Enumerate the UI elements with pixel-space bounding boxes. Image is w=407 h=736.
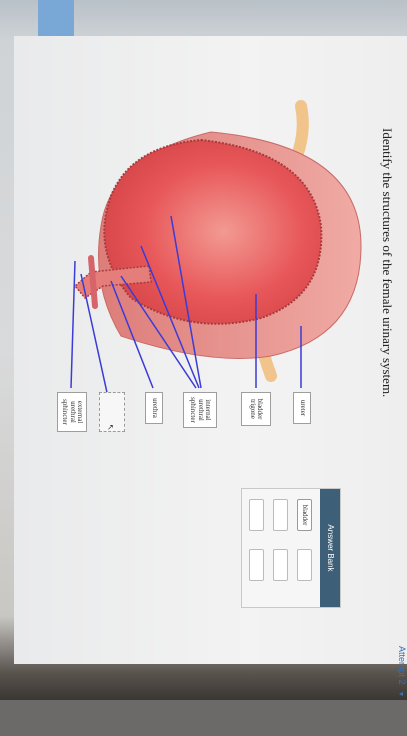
bank-slot[interactable] bbox=[249, 549, 264, 581]
answer-bank-title: Answer Bank bbox=[320, 489, 340, 607]
leader-line-internal-2 bbox=[140, 245, 200, 389]
label-internal-urethral-sphincter[interactable]: internal urethral sphincter bbox=[183, 392, 217, 428]
bank-slot[interactable] bbox=[297, 549, 312, 581]
bank-item-bladder[interactable]: bladder bbox=[297, 499, 312, 531]
leader-line-external bbox=[70, 260, 76, 389]
label-urethra[interactable]: urethra bbox=[145, 392, 163, 424]
bladder-inner-surface bbox=[103, 138, 323, 325]
browser-tab-accent bbox=[38, 0, 74, 40]
label-bladder-trigone[interactable]: bladder trigone bbox=[241, 392, 271, 426]
answer-bank: Answer Bank bladder bbox=[241, 488, 341, 608]
leader-line-urethra bbox=[110, 280, 154, 389]
label-ureter[interactable]: ureter bbox=[293, 392, 311, 424]
bank-slot[interactable] bbox=[273, 549, 288, 581]
cursor-arrow-icon: ↖ bbox=[106, 424, 115, 431]
screen: Identify the structures of the female ur… bbox=[14, 36, 407, 697]
bank-slot[interactable] bbox=[273, 499, 288, 531]
external-sphincter-shape bbox=[88, 255, 98, 309]
rotated-content: Identify the structures of the female ur… bbox=[14, 36, 407, 736]
leader-line-internal-3 bbox=[120, 275, 197, 389]
bladder-diagram bbox=[70, 100, 362, 421]
label-external-urethral-sphincter[interactable]: external urethral sphincter bbox=[57, 392, 87, 432]
leader-line-internal-1 bbox=[170, 215, 202, 389]
bank-slot[interactable] bbox=[249, 499, 264, 531]
